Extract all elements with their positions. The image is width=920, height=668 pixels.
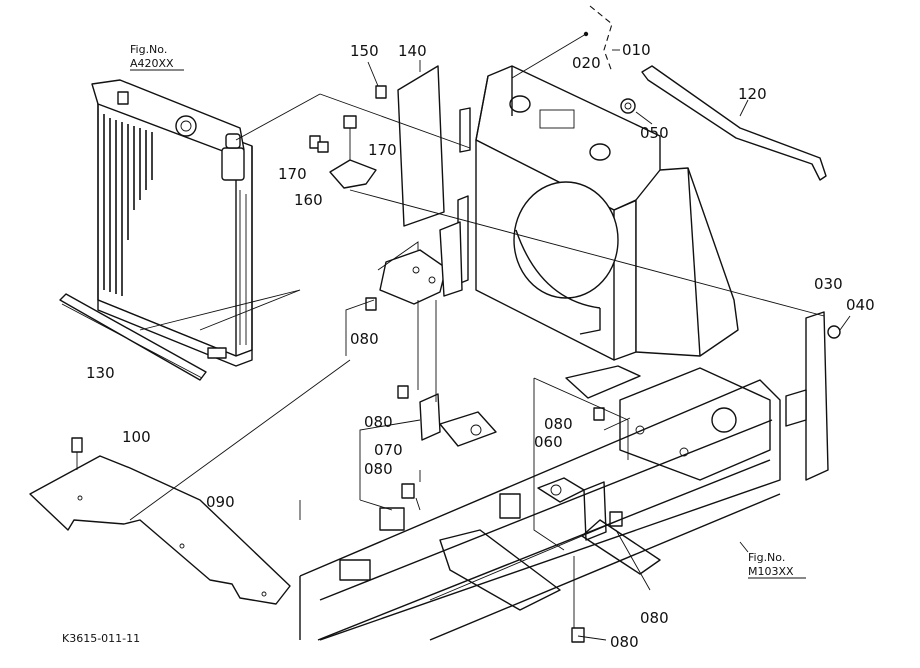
callout-080-d: 080	[544, 415, 573, 433]
fan-shroud	[457, 65, 739, 399]
callout-060: 060	[534, 433, 563, 451]
bracket-070	[419, 393, 497, 447]
callout-130: 130	[86, 364, 115, 382]
callout-030: 030	[814, 275, 843, 293]
frame	[299, 367, 781, 641]
stay-rod	[641, 65, 827, 181]
callout-080-b: 080	[364, 413, 393, 431]
callout-100: 100	[122, 428, 151, 446]
radiator-core	[103, 114, 247, 345]
callout-170-a: 170	[278, 165, 307, 183]
callout-070: 070	[374, 441, 403, 459]
bracket-160	[309, 115, 377, 189]
bolt-150	[367, 61, 387, 99]
under-plate	[29, 437, 291, 605]
leader-lines	[129, 93, 825, 641]
callout-010: 010	[622, 41, 651, 59]
callout-020: 020	[572, 54, 601, 72]
cap-050	[620, 98, 653, 125]
callout-080-e: 080	[640, 609, 669, 627]
callout-170-b: 170	[368, 141, 397, 159]
rubber-strip	[59, 293, 207, 381]
fig-ref-bottom-label: Fig.No.	[748, 551, 785, 564]
callout-090: 090	[206, 493, 235, 511]
callout-140: 140	[398, 42, 427, 60]
callout-120: 120	[738, 85, 767, 103]
callout-160: 160	[294, 191, 323, 209]
fig-ref-top-value: A420XX	[130, 57, 174, 70]
bracket-060	[537, 477, 607, 541]
fig-ref-bottom-value: M103XX	[748, 565, 794, 578]
callout-080-f: 080	[610, 633, 639, 651]
callout-050: 050	[640, 124, 669, 142]
drawing-id: K3615-011-11	[62, 632, 140, 645]
left-mount-bracket	[379, 221, 463, 305]
side-bracket	[785, 311, 851, 481]
fig-ref-top-label: Fig.No.	[130, 43, 167, 56]
bolts-080	[365, 297, 623, 643]
radiator	[91, 79, 253, 367]
shroud-panel	[397, 60, 445, 227]
callout-080-a: 080	[350, 330, 379, 348]
callout-040: 040	[846, 296, 875, 314]
callout-080-c: 080	[364, 460, 393, 478]
assembly-group-bracket	[511, 5, 620, 79]
callout-150: 150	[350, 42, 379, 60]
